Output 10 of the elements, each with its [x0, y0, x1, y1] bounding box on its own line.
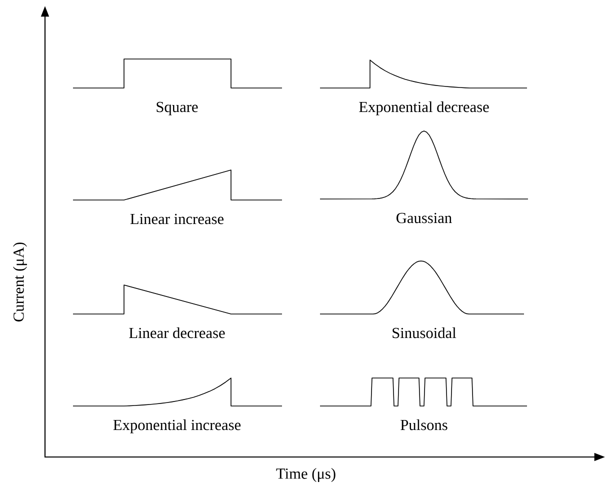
axis-label: Time (μs): [276, 468, 336, 482]
waveform-label: Sinusoidal: [392, 327, 456, 338]
waveform-label: Gaussian: [396, 212, 452, 224]
axis-label: Current (μA): [13, 242, 27, 322]
waveform-label: Linear increase: [130, 214, 224, 224]
waveform-label: Linear decrease: [129, 327, 225, 338]
waveform-label: Exponential decrease: [359, 101, 489, 116]
waveform-label: Exponential increase: [113, 419, 241, 434]
waveform-label: Square: [156, 102, 198, 116]
waveform-label: Pulsons: [400, 419, 448, 430]
